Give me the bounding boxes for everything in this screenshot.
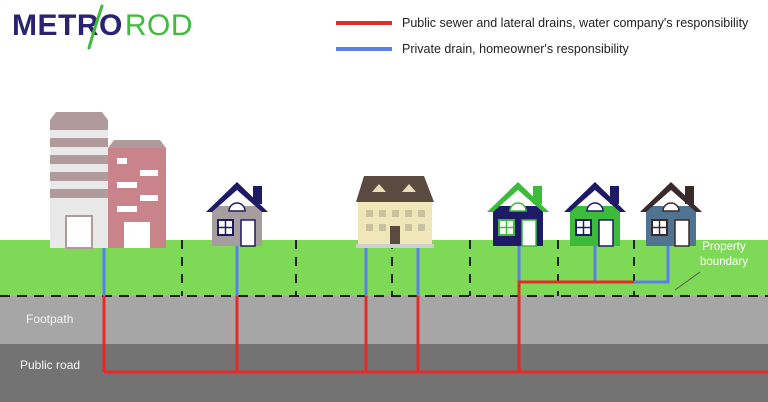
metro-rod-logo: METRO ROD	[12, 6, 193, 46]
logo-swoosh-icon	[87, 4, 104, 50]
grass-strip	[0, 240, 768, 296]
legend-item-public: Public sewer and lateral drains, water c…	[336, 10, 748, 36]
legend-swatch-public	[336, 21, 392, 25]
legend-label-private: Private drain, homeowner's responsibilit…	[402, 42, 629, 56]
tower-block-icon	[50, 112, 108, 249]
house-icon	[487, 182, 549, 247]
footpath-label: Footpath	[26, 312, 74, 326]
large-house-icon	[356, 176, 434, 248]
road-label: Public road	[20, 358, 81, 372]
logo-metro-text: METRO	[12, 9, 123, 42]
legend-item-private: Private drain, homeowner's responsibilit…	[336, 36, 748, 62]
boundary-label-line2: boundary	[700, 256, 748, 268]
legend: Public sewer and lateral drains, water c…	[336, 10, 748, 62]
legend-label-public: Public sewer and lateral drains, water c…	[402, 16, 749, 30]
apartment-building-icon	[108, 140, 166, 248]
boundary-label-line1: Property	[702, 241, 746, 253]
legend-swatch-private	[336, 47, 392, 51]
property-boundary-label: Property boundary	[684, 240, 764, 270]
footpath-strip	[0, 296, 768, 344]
private-drains	[102, 246, 670, 296]
house-icon	[640, 182, 702, 247]
house-icon	[564, 182, 626, 247]
logo-rod-text: ROD	[124, 9, 193, 42]
public-sewer	[102, 280, 768, 374]
boundary-pointer	[674, 271, 701, 291]
house-icon	[206, 182, 268, 247]
